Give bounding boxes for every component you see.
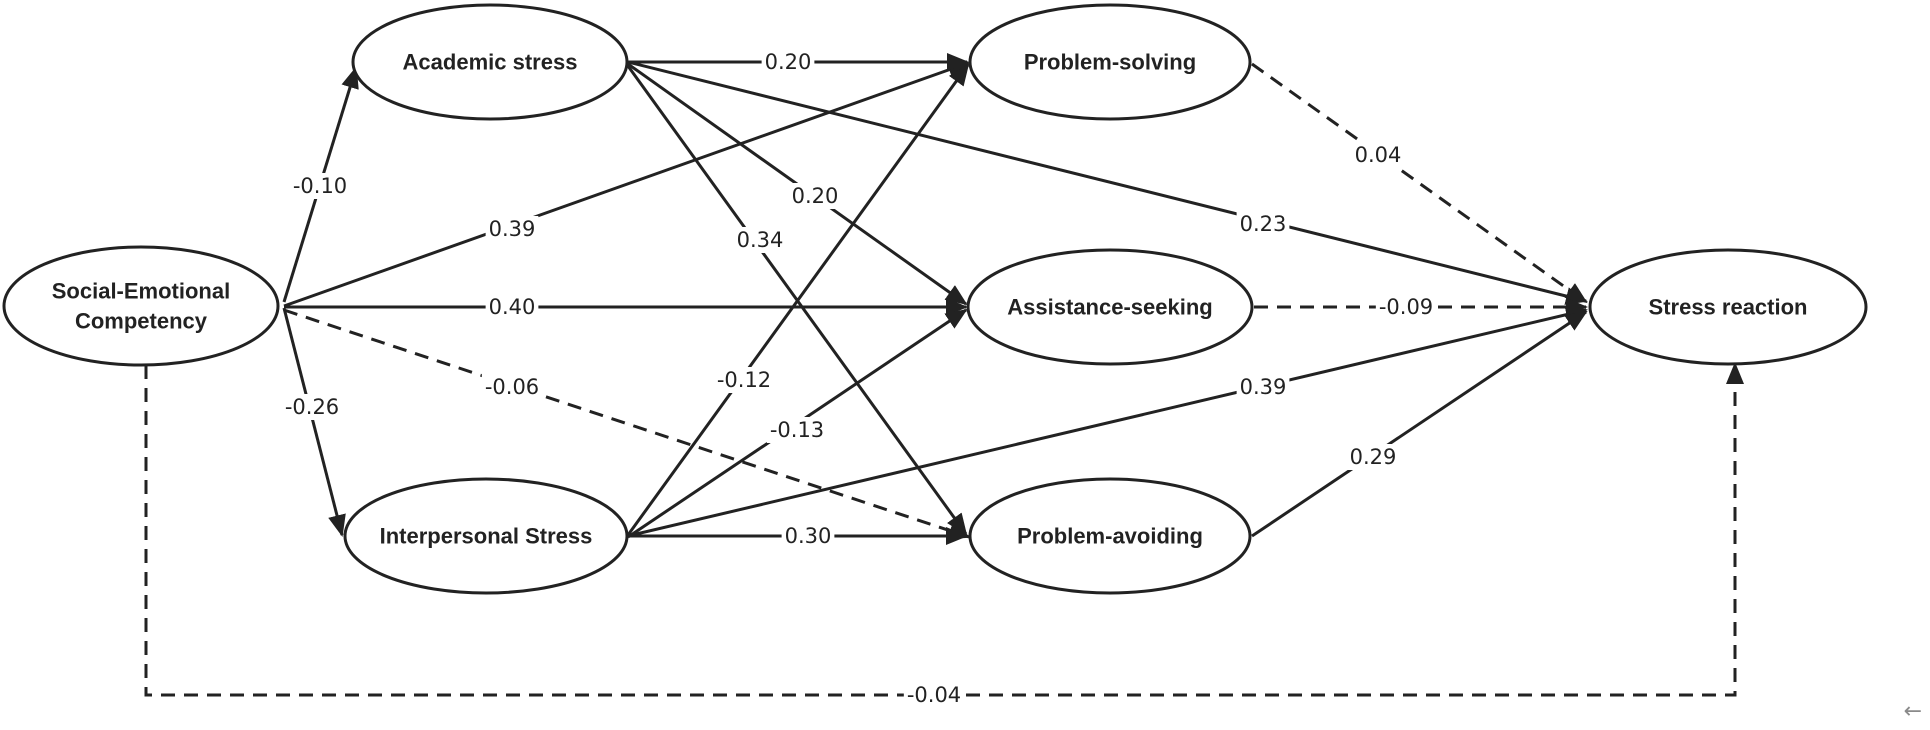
node-ellipse — [968, 477, 1252, 595]
edge-sec-to-avoid — [283, 308, 971, 540]
arrow-left-icon[interactable]: ← — [1903, 699, 1922, 724]
edge-label-interpersonal-to-avoid: 0.30 — [781, 523, 835, 549]
node-avoid: Problem-avoiding — [968, 477, 1252, 595]
edge-label-avoid-to-stress: 0.29 — [1346, 444, 1400, 470]
edge-label-solving-to-stress: 0.04 — [1351, 142, 1405, 168]
node-ellipse — [343, 477, 629, 595]
node-label: Academic stress — [403, 50, 578, 75]
edge-label-academic-to-solving: 0.20 — [761, 49, 815, 75]
edge-label-interpersonal-to-solving: -0.12 — [713, 367, 775, 393]
edge-label-sec-to-interpersonal: -0.26 — [281, 394, 343, 420]
edge-coefficient: -0.10 — [293, 174, 347, 198]
edge-sec-to-stress — [144, 362, 1744, 697]
node-assist: Assistance-seeking — [966, 248, 1254, 366]
edge-label-sec-to-academic: -0.10 — [289, 173, 351, 199]
node-interpersonal: Interpersonal Stress — [343, 477, 629, 595]
edge-coefficient: -0.09 — [1379, 295, 1433, 319]
node-label: Assistance-seeking — [1007, 295, 1212, 320]
edge-label-sec-to-stress: -0.04 — [903, 682, 965, 708]
edge-label-interpersonal-to-assist: -0.13 — [766, 417, 828, 443]
node-ellipse — [1588, 248, 1868, 366]
edge-coefficient: 0.29 — [1350, 445, 1397, 469]
edge-coefficient: 0.23 — [1240, 212, 1287, 236]
edge-interpersonal-to-stress — [627, 305, 1588, 538]
edge-coefficient: -0.26 — [285, 395, 339, 419]
node-ellipse — [351, 3, 629, 121]
edge-avoid-to-stress — [1251, 310, 1588, 538]
edge-coefficient: 0.40 — [489, 295, 536, 319]
node-label: Competency — [75, 309, 208, 334]
edge-label-sec-to-solving: 0.39 — [485, 216, 539, 242]
edge-coefficient: 0.20 — [792, 184, 839, 208]
node-label: Social-Emotional — [52, 279, 230, 304]
edge-label-interpersonal-to-stress: 0.39 — [1236, 374, 1290, 400]
edge-interpersonal-to-solving — [626, 63, 970, 536]
node-label: Problem-avoiding — [1017, 524, 1203, 549]
edge-solving-to-stress — [1251, 62, 1588, 304]
node-label: Interpersonal Stress — [380, 524, 593, 549]
edge-sec-to-solving — [283, 61, 970, 308]
edge-coefficient: 0.39 — [489, 217, 536, 241]
edge-label-academic-to-stress: 0.23 — [1236, 211, 1290, 237]
edge-coefficient: 0.30 — [785, 524, 832, 548]
edge-label-academic-to-assist: 0.20 — [788, 183, 842, 209]
edge-coefficient: -0.13 — [770, 418, 824, 442]
node-solving: Problem-solving — [968, 3, 1252, 121]
edge-coefficient: 0.34 — [737, 228, 784, 252]
edge-label-sec-to-avoid: -0.06 — [481, 374, 543, 400]
node-academic: Academic stress — [351, 3, 629, 121]
edge-academic-to-stress — [627, 60, 1588, 305]
node-stress: Stress reaction — [1588, 248, 1868, 366]
edge-coefficient: -0.04 — [907, 683, 961, 707]
edge-coefficient: -0.06 — [485, 375, 539, 399]
node-ellipse — [968, 3, 1252, 121]
edge-coefficient: 0.04 — [1355, 143, 1402, 167]
node-label: Stress reaction — [1649, 295, 1808, 320]
edge-label-academic-to-avoid: 0.34 — [733, 227, 787, 253]
edge-label-sec-to-assist: 0.40 — [485, 294, 539, 320]
node-ellipse — [966, 248, 1254, 366]
node-ellipse — [2, 245, 280, 367]
edge-coefficient: -0.12 — [717, 368, 771, 392]
edge-sec-to-interpersonal — [282, 307, 346, 537]
edge-coefficient: 0.20 — [765, 50, 812, 74]
edge-label-assist-to-stress: -0.09 — [1375, 294, 1437, 320]
edge-coefficient: 0.39 — [1240, 375, 1287, 399]
node-label: Problem-solving — [1024, 50, 1196, 75]
